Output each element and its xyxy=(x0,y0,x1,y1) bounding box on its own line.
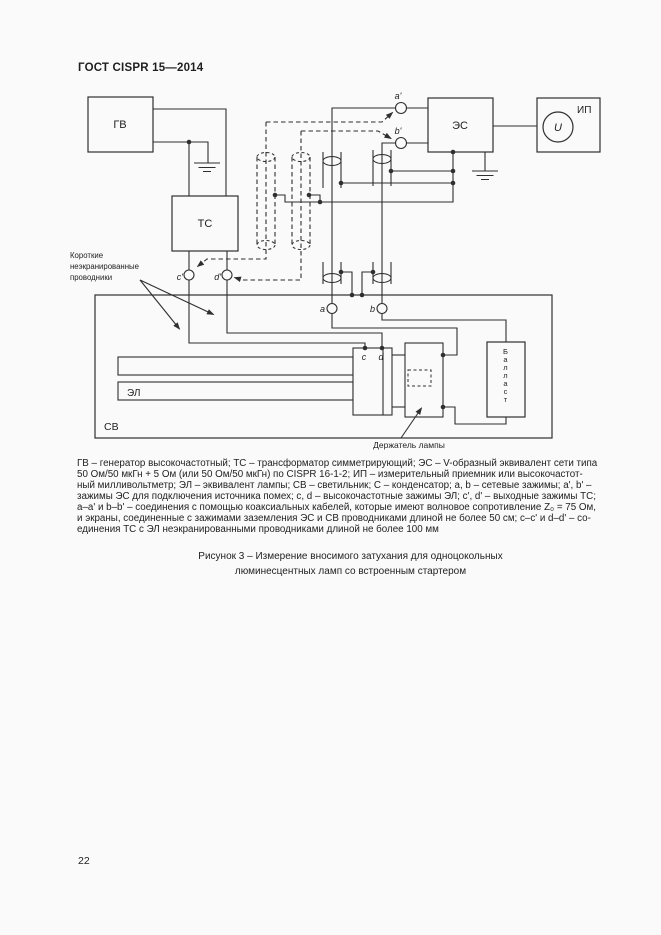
coax-screen-cylinder xyxy=(322,150,392,284)
transformer-label: ТС xyxy=(198,218,213,230)
transformer-box xyxy=(171,195,239,252)
terminal-c-label: c xyxy=(362,352,367,362)
lamp-holder-box xyxy=(404,342,444,418)
page-header: ГОСТ CISPR 15—2014 xyxy=(78,62,204,74)
voltmeter-label: U xyxy=(554,122,562,134)
terminal-b-label: b xyxy=(370,304,375,314)
short-conductors-note: Короткие неэкранированные проводники xyxy=(70,251,139,282)
ballast-box xyxy=(486,341,526,418)
terminal-c-prime-label: c' xyxy=(177,272,184,282)
page-number: 22 xyxy=(78,855,90,867)
caption-line: единения ТС с ЭЛ неэкранированными прово… xyxy=(77,524,439,535)
caption-line: зажимы ЭС для подключения источника поме… xyxy=(77,491,596,502)
terminal-a-prime xyxy=(394,101,408,115)
terminal-b-prime xyxy=(394,136,408,150)
svg-text:проводники: проводники xyxy=(70,273,112,282)
terminal-d-label: d xyxy=(378,352,384,362)
lamp-holder-label: Держатель лампы xyxy=(373,440,445,450)
wires xyxy=(153,107,537,425)
terminal-d-prime-label: d' xyxy=(214,272,221,282)
terminal-c-prime xyxy=(183,269,195,281)
terminal-a-prime-label: a' xyxy=(395,91,402,101)
caption-line: 50 Ом/50 мкГн + 5 Ом (или 50 Ом/50 мкГн)… xyxy=(77,469,583,480)
voltmeter-icon xyxy=(542,111,574,143)
svg-text:неэкранированные: неэкранированные xyxy=(70,262,139,271)
terminal-d-prime xyxy=(221,269,233,281)
junction-dots xyxy=(186,139,456,410)
caption-line: a–a' и b–b' – соединения с помощью коакс… xyxy=(77,502,596,513)
lamp-cap-block xyxy=(352,347,393,416)
caption-line: ГВ – генератор высокочастотный; ТС – тра… xyxy=(77,458,598,469)
annotation-arrows xyxy=(139,279,423,439)
network-equivalent-box xyxy=(427,97,494,153)
terminal-a-label: a xyxy=(320,304,325,314)
coax-screen-dashed-cylinder xyxy=(256,152,311,250)
caption-line: и экраны, соединенные с зажимами заземле… xyxy=(77,513,591,524)
lamp-equivalent-label: ЭЛ xyxy=(127,388,140,399)
network-equivalent-label: ЭС xyxy=(452,120,468,132)
luminaire-label: СВ xyxy=(104,421,119,433)
starter-dashed-box xyxy=(407,369,432,387)
terminal-b-prime-label: b' xyxy=(395,126,402,136)
figure-caption: ГВ – генератор высокочастотный; ТС – тра… xyxy=(77,458,629,535)
lamp-tube xyxy=(117,356,354,376)
lamp-equivalent-tube xyxy=(117,381,354,401)
luminaire-box xyxy=(94,294,553,439)
terminals xyxy=(183,101,408,315)
receiver-box xyxy=(536,97,601,153)
earth-ground-icon xyxy=(472,170,498,181)
dashed-connection-path xyxy=(196,111,394,283)
figure-title-line: люминесцентных ламп со встроенным старте… xyxy=(234,565,467,577)
receiver-label: ИП xyxy=(577,105,591,116)
terminal-b xyxy=(376,302,388,315)
svg-text:Короткие: Короткие xyxy=(70,251,103,260)
caption-line: ный милливольтметр; ЭЛ – эквивалент ламп… xyxy=(77,480,592,491)
generator-box xyxy=(87,96,154,153)
generator-label: ГВ xyxy=(113,119,126,131)
earth-ground-icon xyxy=(194,162,220,173)
figure-title: Рисунок 3 – Измерение вносимого затухани… xyxy=(78,550,623,579)
figure-title-line: Рисунок 3 – Измерение вносимого затухани… xyxy=(198,551,503,562)
terminal-a xyxy=(326,302,338,315)
